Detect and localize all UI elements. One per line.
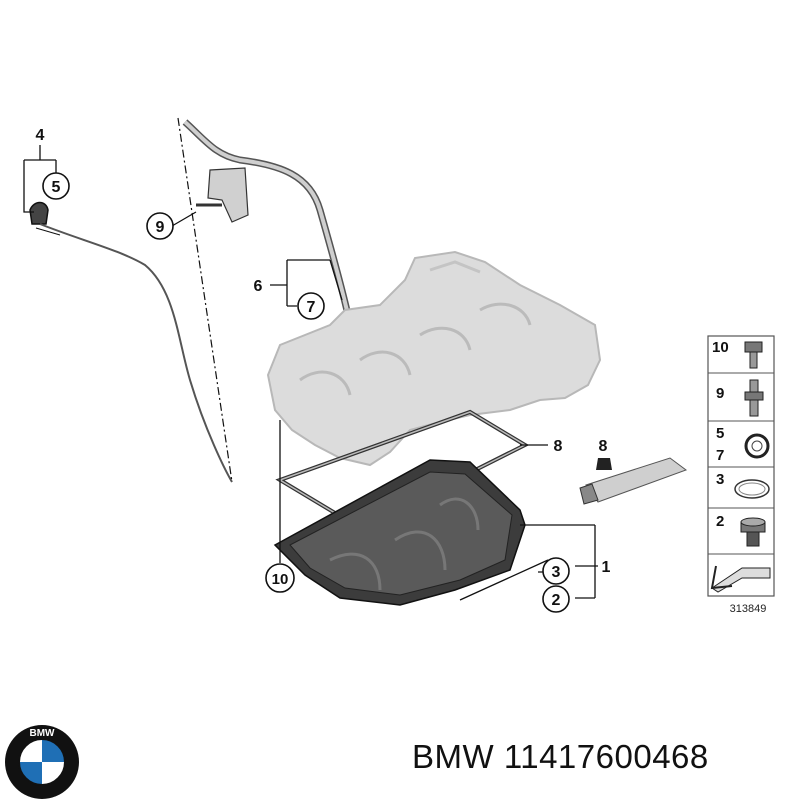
oil-pan (273, 459, 526, 606)
callout-1: 1 (602, 559, 611, 576)
legend-label-3: 3 (716, 471, 724, 488)
callout-6: 6 (254, 278, 263, 295)
callout-2-circle (542, 585, 570, 613)
callout-9-circle (146, 212, 174, 240)
washer-icon (734, 479, 770, 499)
shim-arrow-icon (710, 565, 771, 593)
callout-8-tube: 8 (599, 438, 608, 455)
sealant-tube (579, 457, 688, 505)
callout-5: 5 (52, 179, 61, 196)
guide-tube (182, 119, 352, 316)
stud-bolt-icon (744, 379, 764, 417)
guide-line (177, 117, 233, 483)
callout-2: 2 (552, 592, 561, 609)
dipstick-assembly (29, 201, 233, 483)
callout-10-circle (265, 563, 295, 593)
legend-label-7: 7 (716, 447, 724, 464)
callout-4: 4 (36, 127, 45, 144)
parts-legend: 10 9 5 7 3 2 (707, 335, 775, 597)
callout-7-circle (297, 292, 325, 320)
callout-7: 7 (307, 299, 316, 316)
bolt-icon (744, 341, 763, 369)
callout-10: 10 (272, 571, 289, 588)
legend-label-9: 9 (716, 385, 724, 402)
legend-label-10: 10 (712, 339, 729, 356)
seal-ring-icon (744, 433, 770, 459)
part-number-caption: BMW 11417600468 (412, 738, 709, 775)
drain-plug-icon (740, 517, 766, 547)
callout-3: 3 (552, 564, 561, 581)
logo-letters: BMW (30, 728, 56, 739)
legend-label-5: 5 (716, 425, 724, 442)
engine-block (266, 250, 602, 467)
leader-lines (23, 145, 598, 601)
bmw-logo: BMW (5, 725, 79, 799)
callout-8: 8 (554, 438, 563, 455)
reference-number: 313849 (730, 603, 767, 615)
callout-5-circle (42, 172, 70, 200)
callout-9: 9 (156, 219, 165, 236)
callout-3-circle (542, 557, 570, 585)
legend-label-2: 2 (716, 513, 724, 530)
